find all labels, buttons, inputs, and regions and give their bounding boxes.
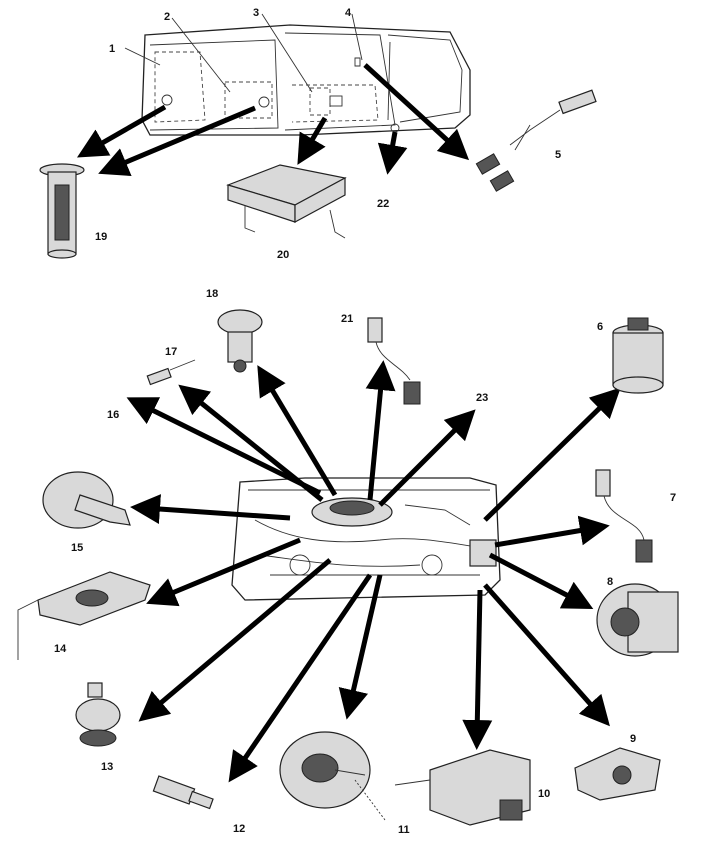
label-18: 18 bbox=[206, 288, 218, 300]
label-12: 12 bbox=[233, 823, 245, 835]
label-19: 19 bbox=[95, 231, 107, 243]
idle-control-valve bbox=[75, 682, 121, 747]
temperature-sensor bbox=[146, 359, 196, 386]
label-21: 21 bbox=[341, 313, 353, 325]
label-5: 5 bbox=[555, 149, 561, 161]
label-11: 11 bbox=[398, 824, 410, 836]
ecu-box bbox=[226, 164, 347, 239]
air-flow-meter bbox=[596, 583, 679, 657]
label-14: 14 bbox=[54, 643, 67, 655]
label-20: 20 bbox=[277, 249, 289, 261]
cap-cover bbox=[42, 471, 131, 529]
label-23: 23 bbox=[476, 392, 488, 404]
label-3: 3 bbox=[253, 7, 259, 19]
top-arrows bbox=[76, 63, 470, 177]
charcoal-canister bbox=[612, 317, 664, 394]
egr-valve bbox=[217, 309, 263, 373]
distributor bbox=[279, 731, 386, 821]
top-leader-lines bbox=[124, 13, 363, 93]
solenoid-valve-10 bbox=[394, 749, 531, 826]
label-16: 16 bbox=[107, 409, 119, 421]
vacuum-switch-21 bbox=[367, 317, 421, 405]
engine-bay bbox=[231, 477, 501, 601]
label-8: 8 bbox=[607, 576, 613, 588]
label-1: 1 bbox=[109, 43, 115, 55]
throttle-position-sensor bbox=[574, 747, 661, 801]
label-17: 17 bbox=[165, 346, 177, 358]
label-4: 4 bbox=[345, 7, 352, 19]
label-6: 6 bbox=[597, 321, 603, 333]
vacuum-switch-7 bbox=[595, 469, 653, 563]
label-10: 10 bbox=[538, 788, 550, 800]
fuel-pump-assembly bbox=[39, 163, 85, 259]
label-13: 13 bbox=[101, 761, 113, 773]
engine-arrows bbox=[126, 360, 621, 783]
intake-plate bbox=[17, 571, 151, 660]
vehicle-outline bbox=[141, 24, 471, 136]
water-temp-sender bbox=[152, 775, 214, 810]
label-7: 7 bbox=[670, 492, 676, 504]
label-2: 2 bbox=[164, 11, 170, 23]
part-numbers: 1 2 3 4 5 6 7 8 9 10 11 12 13 14 15 16 1… bbox=[54, 7, 676, 836]
label-15: 15 bbox=[71, 542, 83, 554]
label-9: 9 bbox=[630, 733, 636, 745]
label-22: 22 bbox=[377, 198, 389, 210]
oxygen-sensor bbox=[475, 89, 597, 192]
